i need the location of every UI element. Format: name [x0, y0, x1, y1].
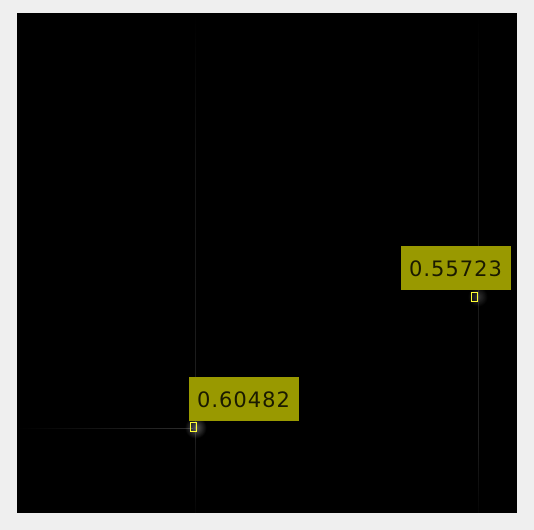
peak-value-label-1: 0.60482	[189, 377, 299, 421]
image-viewer[interactable]: 0.60482 0.55723	[17, 13, 517, 513]
streak-horizontal-1	[17, 428, 193, 429]
streak-vertical-1	[195, 13, 196, 513]
peak-marker-1[interactable]	[190, 422, 197, 432]
peak-value-label-2: 0.55723	[401, 246, 511, 290]
peak-marker-2[interactable]	[471, 292, 478, 302]
